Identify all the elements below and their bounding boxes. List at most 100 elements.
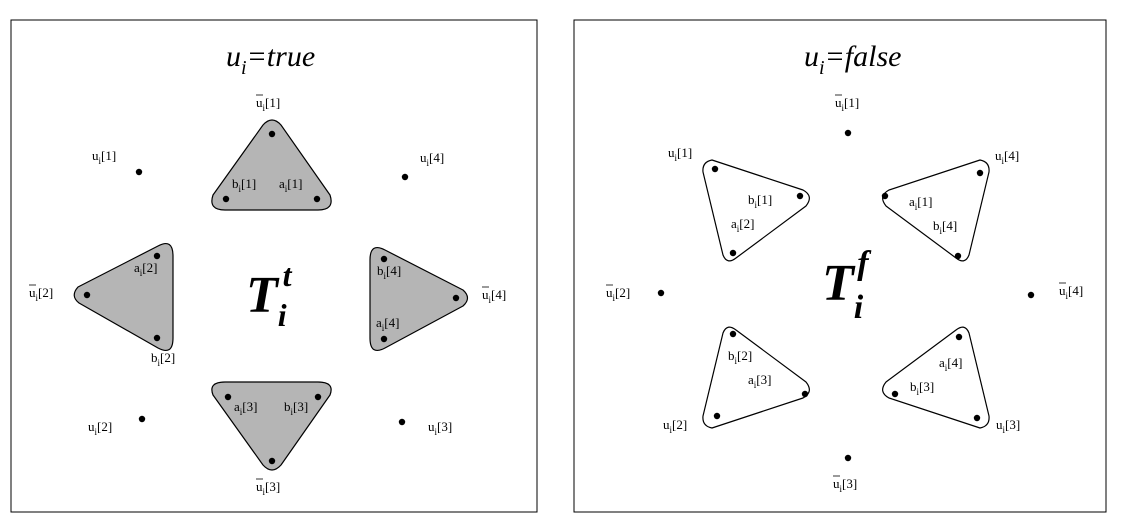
label-u1: ui[1] bbox=[668, 145, 692, 163]
vertex-ub3 bbox=[844, 454, 852, 462]
vertex-ub1 bbox=[268, 130, 276, 138]
svg-text:bi[3]: bi[3] bbox=[284, 399, 308, 417]
label-a1: ai[1] bbox=[909, 194, 932, 212]
label-b4: bi[4] bbox=[933, 218, 957, 236]
label-b2: bi[2] bbox=[728, 348, 752, 366]
label-b1: bi[1] bbox=[232, 176, 256, 194]
svg-text:ai[1]: ai[1] bbox=[279, 176, 302, 194]
label-u4: ui[4] bbox=[995, 148, 1019, 166]
svg-text:bi[1]: bi[1] bbox=[232, 176, 256, 194]
triangle-top bbox=[211, 119, 332, 211]
center-label: Tif bbox=[822, 245, 872, 326]
vertex-u3 bbox=[973, 414, 981, 422]
label-a2: ai[2] bbox=[134, 260, 157, 278]
label-b3: bi[3] bbox=[284, 399, 308, 417]
vertex-u4 bbox=[401, 173, 409, 181]
svg-text:bi[3]: bi[3] bbox=[910, 379, 934, 397]
svg-text:ui[2]: ui[2] bbox=[88, 419, 112, 437]
vertex-b2 bbox=[153, 334, 161, 342]
svg-text:bi[1]: bi[1] bbox=[748, 192, 772, 210]
vertex-a2 bbox=[729, 249, 737, 257]
svg-text:ai[4]: ai[4] bbox=[939, 355, 962, 373]
label-a4: ai[4] bbox=[376, 315, 399, 333]
vertex-a3 bbox=[224, 393, 232, 401]
vertex-a4 bbox=[380, 335, 388, 343]
label-b3: bi[3] bbox=[910, 379, 934, 397]
triangle-lower-right bbox=[882, 326, 990, 429]
panel-frame bbox=[10, 19, 538, 513]
svg-text:ui[1]: ui[1] bbox=[668, 145, 692, 163]
label-ub3: ui[3] bbox=[833, 475, 857, 494]
label-b2: bi[2] bbox=[151, 350, 175, 368]
vertex-b4 bbox=[954, 252, 962, 260]
center-label: Tit bbox=[246, 257, 293, 333]
vertex-u1 bbox=[135, 168, 143, 176]
svg-text:ui[3]: ui[3] bbox=[996, 417, 1020, 435]
vertex-a2 bbox=[153, 252, 161, 260]
triangle-left bbox=[73, 243, 174, 351]
diagram-false: ui=false ui[1] ui[1] ui[4] bi[1] ai[2] a… bbox=[573, 19, 1107, 513]
vertex-a4 bbox=[955, 333, 963, 341]
vertex-a1 bbox=[313, 195, 321, 203]
label-a3: ai[3] bbox=[234, 399, 257, 417]
svg-text:ai[2]: ai[2] bbox=[134, 260, 157, 278]
svg-text:ui[4]: ui[4] bbox=[482, 287, 506, 305]
label-ub4: ui[4] bbox=[482, 286, 506, 305]
label-a1: ai[1] bbox=[279, 176, 302, 194]
svg-text:bi[4]: bi[4] bbox=[377, 263, 401, 281]
svg-text:bi[2]: bi[2] bbox=[151, 350, 175, 368]
vertex-b3 bbox=[314, 393, 322, 401]
svg-text:ui[3]: ui[3] bbox=[833, 476, 857, 494]
vertex-ub2 bbox=[657, 289, 665, 297]
vertex-a1 bbox=[881, 192, 889, 200]
label-ub1: ui[1] bbox=[835, 94, 859, 113]
label-u3: ui[3] bbox=[996, 417, 1020, 435]
svg-text:bi[2]: bi[2] bbox=[728, 348, 752, 366]
vertex-ub3 bbox=[268, 457, 276, 465]
svg-text:ui[1]: ui[1] bbox=[92, 148, 116, 166]
svg-text:ai[2]: ai[2] bbox=[731, 216, 754, 234]
vertex-u2 bbox=[138, 415, 146, 423]
label-u3: ui[3] bbox=[428, 419, 452, 437]
svg-text:ai[3]: ai[3] bbox=[234, 399, 257, 417]
vertex-ub4 bbox=[1027, 291, 1035, 299]
svg-text:ui[2]: ui[2] bbox=[663, 417, 687, 435]
vertex-u2 bbox=[713, 412, 721, 420]
triangle-upper-left bbox=[702, 159, 810, 262]
label-b1: bi[1] bbox=[748, 192, 772, 210]
svg-text:ui[1]: ui[1] bbox=[835, 95, 859, 113]
label-a3: ai[3] bbox=[748, 372, 771, 390]
svg-text:ai[1]: ai[1] bbox=[909, 194, 932, 212]
label-ub2: ui[2] bbox=[606, 284, 630, 303]
vertex-u3 bbox=[398, 418, 406, 426]
svg-text:ai[4]: ai[4] bbox=[376, 315, 399, 333]
label-a4: ai[4] bbox=[939, 355, 962, 373]
vertex-a3 bbox=[801, 390, 809, 398]
label-u2: ui[2] bbox=[88, 419, 112, 437]
svg-text:ui[2]: ui[2] bbox=[29, 285, 53, 303]
vertex-ub4 bbox=[452, 294, 460, 302]
svg-text:ui[1]: ui[1] bbox=[256, 95, 280, 113]
svg-text:ui[4]: ui[4] bbox=[420, 150, 444, 168]
label-ub3: ui[3] bbox=[256, 478, 280, 497]
triangle-lower-left bbox=[702, 326, 810, 429]
triangle-upper-right bbox=[882, 159, 990, 262]
svg-text:ui[4]: ui[4] bbox=[995, 148, 1019, 166]
triangle-right bbox=[369, 247, 469, 351]
vertex-u1 bbox=[711, 165, 719, 173]
vertex-ub1 bbox=[844, 129, 852, 137]
vertex-b4 bbox=[380, 255, 388, 263]
triangle-bottom bbox=[211, 381, 332, 471]
svg-text:ui[4]: ui[4] bbox=[1059, 283, 1083, 301]
panel-frame bbox=[573, 19, 1107, 513]
label-u4: ui[4] bbox=[420, 150, 444, 168]
svg-text:ui[2]: ui[2] bbox=[606, 285, 630, 303]
label-ub2: ui[2] bbox=[29, 284, 53, 303]
vertex-u4 bbox=[976, 169, 984, 177]
panel-false: ui=false ui[1] ui[1] ui[4] bi[1] ai[2] a… bbox=[560, 0, 1141, 526]
vertex-ub2 bbox=[83, 291, 91, 299]
label-u1: ui[1] bbox=[92, 148, 116, 166]
label-u2: ui[2] bbox=[663, 417, 687, 435]
panel-title: ui=false bbox=[804, 40, 901, 79]
label-a2: ai[2] bbox=[731, 216, 754, 234]
